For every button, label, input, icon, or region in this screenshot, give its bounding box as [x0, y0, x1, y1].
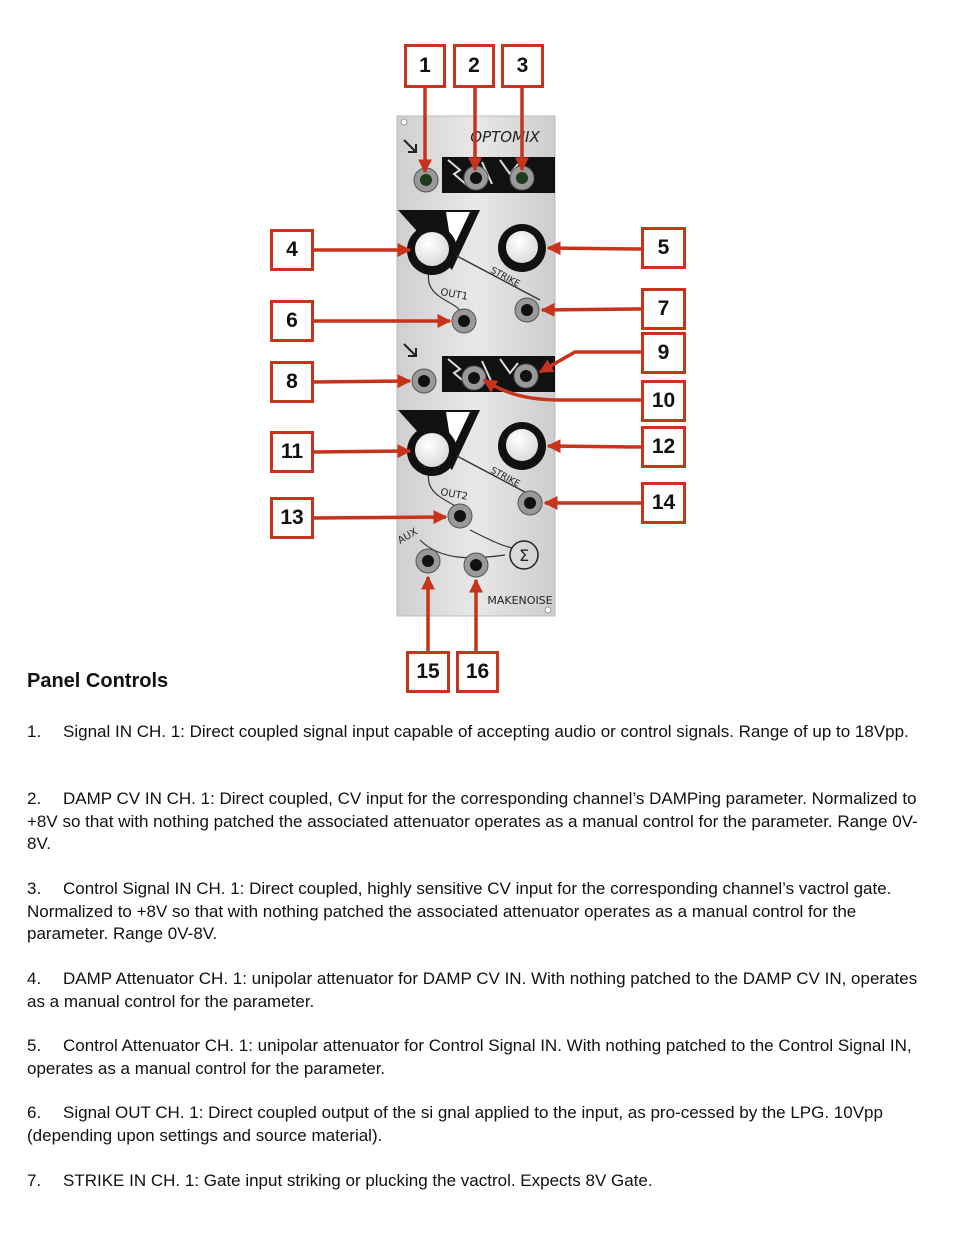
knob-control-ch1[interactable]: [498, 224, 546, 272]
item-number: 3.: [27, 879, 42, 898]
item-number: 7.: [27, 1171, 42, 1190]
callout-15: 15: [406, 651, 450, 693]
callout-9: 9: [641, 332, 686, 374]
description-item-2: 2.DAMP CV IN CH. 1: Direct coupled, CV i…: [27, 788, 929, 856]
callout-4: 4: [270, 229, 314, 271]
jack-signal-in-ch1[interactable]: [413, 167, 439, 193]
item-number: 1.: [27, 722, 42, 741]
callout-5: 5: [641, 227, 686, 269]
section-title: Panel Controls: [27, 670, 169, 692]
item-text: DAMP CV IN CH. 1: Direct coupled, CV inp…: [27, 789, 918, 853]
panel-title: OPTOMIX: [470, 128, 540, 146]
jack-damp-cv-ch2[interactable]: [461, 365, 487, 391]
callout-1: 1: [404, 44, 446, 88]
module-diagram: OPTOMIX STRIKE STRIKE OUT1 OUT2 AUX Σ MA…: [313, 88, 642, 653]
jack-damp-cv-ch1[interactable]: [463, 165, 489, 191]
knob-damp-ch2[interactable]: [407, 426, 457, 476]
jack-aux-in[interactable]: [415, 548, 441, 574]
knob-control-ch2[interactable]: [498, 422, 546, 470]
item-number: 4.: [27, 969, 42, 988]
item-text: Signal OUT CH. 1: Direct coupled output …: [27, 1103, 883, 1145]
brand-logo: MAKENOISE: [487, 594, 552, 607]
item-number: 6.: [27, 1103, 42, 1122]
description-item-6: 6.Signal OUT CH. 1: Direct coupled outpu…: [27, 1102, 929, 1147]
callout-7: 7: [641, 288, 686, 330]
callout-11: 11: [270, 431, 314, 473]
item-text: Control Signal IN CH. 1: Direct coupled,…: [27, 879, 892, 943]
jack-sum-out[interactable]: [463, 552, 489, 578]
description-item-1: 1. Signal IN CH. 1: Direct coupled signal…: [27, 721, 929, 744]
callout-8: 8: [270, 361, 314, 403]
description-item-7: 7. STRIKE IN CH. 1: Gate input striking o…: [27, 1170, 929, 1193]
module-panel: OPTOMIX STRIKE STRIKE OUT1 OUT2 AUX Σ MA…: [396, 115, 556, 617]
jack-control-in-ch2[interactable]: [513, 363, 539, 389]
description-item-5: 5.Control Attenuator CH. 1: unipolar att…: [27, 1035, 929, 1080]
item-text: Control Attenuator CH. 1: unipolar atten…: [27, 1036, 912, 1078]
knob-damp-ch1[interactable]: [407, 225, 457, 275]
item-text: STRIKE IN CH. 1: Gate input striking or …: [63, 1171, 653, 1190]
jack-signal-in-ch2[interactable]: [411, 368, 437, 394]
callout-6: 6: [270, 300, 314, 342]
callout-3: 3: [501, 44, 544, 88]
callout-14: 14: [641, 482, 686, 524]
out2-label: OUT2: [439, 487, 468, 503]
out1-label: OUT1: [439, 287, 468, 303]
description-item-3: 3.Control Signal IN CH. 1: Direct couple…: [27, 878, 929, 946]
item-number: 5.: [27, 1036, 42, 1055]
callout-2: 2: [453, 44, 495, 88]
jack-out-ch2[interactable]: [447, 503, 473, 529]
callout-12: 12: [641, 426, 686, 468]
description-item-4: 4.DAMP Attenuator CH. 1: unipolar attenu…: [27, 968, 929, 1013]
item-text: Signal IN CH. 1: Direct coupled signal i…: [63, 722, 909, 741]
callout-13: 13: [270, 497, 314, 539]
jack-strike-ch1[interactable]: [514, 297, 540, 323]
jack-strike-ch2[interactable]: [517, 490, 543, 516]
callout-arrows: [313, 88, 642, 653]
jack-out-ch1[interactable]: [451, 308, 477, 334]
sum-symbol: Σ: [519, 546, 529, 565]
callout-16: 16: [456, 651, 499, 693]
callout-10: 10: [641, 380, 686, 422]
item-text: DAMP Attenuator CH. 1: unipolar attenuat…: [27, 969, 918, 1011]
item-number: 2.: [27, 789, 42, 808]
